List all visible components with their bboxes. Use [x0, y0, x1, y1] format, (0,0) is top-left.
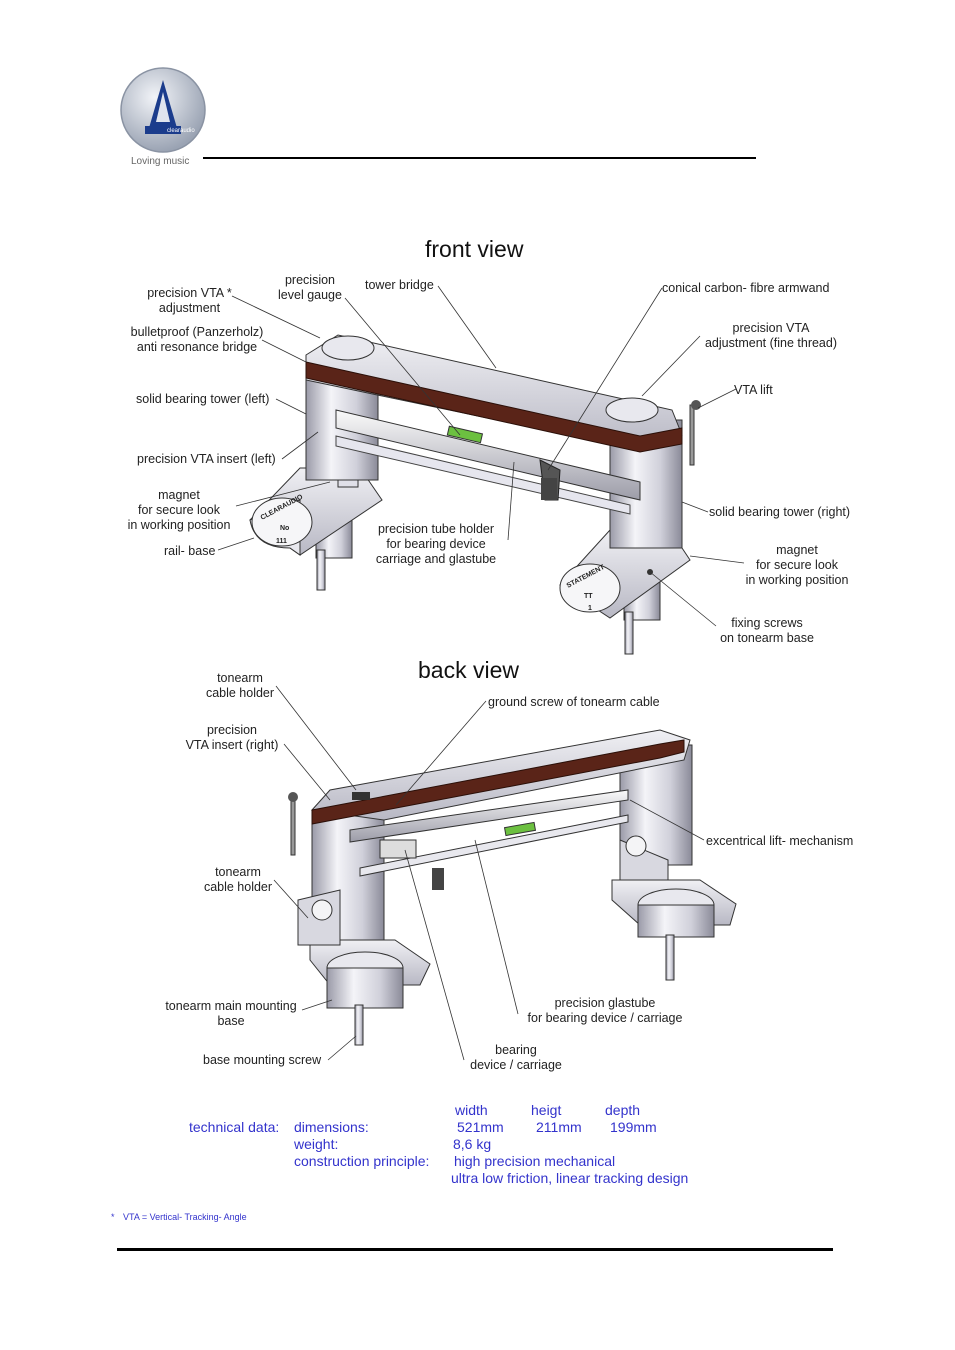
label-precision-vta: precision VTA * adjustment	[142, 286, 237, 316]
header-rule	[203, 157, 756, 159]
label-cable-holder-top: tonearm cable holder	[198, 671, 282, 701]
label-line: fixing screws	[731, 616, 803, 630]
label-line: device / carriage	[470, 1058, 562, 1072]
tech-col-height: heigt	[531, 1102, 562, 1118]
label-mount-screw: base mounting screw	[203, 1053, 322, 1067]
tech-title: technical data:	[189, 1119, 280, 1135]
label-line: bulletproof (Panzerholz)	[130, 325, 264, 339]
tech-principle-1: high precision mechanical	[454, 1153, 616, 1169]
label-line: on tonearm base	[720, 631, 814, 645]
back-left-base	[309, 939, 431, 1046]
label-cable-holder-bottom: tonearm cable holder	[196, 865, 280, 895]
label-line: for secure look	[756, 558, 838, 572]
front-view-heading: front view	[425, 236, 524, 262]
label-level-gauge: precision level gauge	[272, 273, 348, 303]
label-magnet-left: magnet for secure look in working positi…	[122, 488, 236, 533]
logo-wordmark: clearaudio	[167, 128, 195, 134]
label-tower-right: solid bearing tower (right)	[709, 505, 851, 519]
label-tower-left: solid bearing tower (left)	[136, 392, 270, 406]
label-armwand: conical carbon- fibre armwand	[662, 281, 830, 295]
front-right-base	[559, 529, 691, 655]
footnote-star: *	[111, 1212, 115, 1222]
label-line: in working position	[745, 573, 849, 587]
label-glastube: precision glastube for bearing device / …	[520, 996, 690, 1026]
label-tower-bridge: tower bridge	[365, 278, 434, 292]
label-magnet-right: magnet for secure look in working positi…	[740, 543, 854, 588]
label-line: cable holder	[205, 686, 275, 700]
footnote: * VTA = Vertical- Tracking- Angle	[111, 1212, 247, 1222]
tech-dimensions-label: dimensions:	[294, 1119, 369, 1135]
engraving-right-3: 1	[588, 605, 592, 612]
tech-weight-value: 8,6 kg	[453, 1136, 492, 1152]
tech-principle-label: construction principle:	[294, 1153, 430, 1169]
label-line: in working position	[127, 518, 231, 532]
label-vta-lift: VTA lift	[734, 383, 773, 397]
label-line: precision tube holder	[377, 522, 495, 536]
slogan: Loving music	[131, 156, 190, 167]
front-leader-lines	[217, 285, 745, 627]
label-line: adjustment	[158, 301, 221, 315]
label-line: precision	[206, 723, 258, 737]
engraving-left-3: 111	[276, 538, 287, 545]
engraving-left-2: No	[280, 525, 289, 532]
label-line: precision glastube	[554, 996, 656, 1010]
tech-col-width: width	[455, 1102, 488, 1118]
label-rail-base: rail- base	[164, 544, 216, 558]
label-line: precision	[284, 273, 336, 287]
label-line: magnet	[776, 543, 818, 557]
label-line: adjustment (fine thread)	[704, 336, 837, 350]
label-line: for secure look	[138, 503, 220, 517]
tech-weight-label: weight:	[294, 1136, 339, 1152]
back-view-drawing	[273, 685, 737, 1061]
label-line: tonearm	[215, 865, 261, 879]
front-left-base	[249, 464, 383, 591]
label-line: anti resonance bridge	[136, 340, 258, 354]
tech-principle-2: ultra low friction, linear tracking desi…	[451, 1170, 689, 1186]
front-view-drawing: CLEARAUDIO No 111 STATEMENT TT 1	[217, 285, 745, 655]
label-tube-holder: precision tube holder for bearing device…	[368, 522, 504, 567]
label-bearing: bearing device / carriage	[462, 1043, 570, 1073]
label-line: VTA insert (right)	[185, 738, 279, 752]
back-right-base	[611, 879, 737, 981]
footer-rule	[117, 1248, 833, 1251]
label-line: magnet	[158, 488, 200, 502]
label-line: level gauge	[278, 288, 342, 302]
label-bulletproof: bulletproof (Panzerholz) anti resonance …	[124, 325, 270, 355]
label-insert-right: precision VTA insert (right)	[178, 723, 286, 753]
label-line: base	[217, 1014, 245, 1028]
label-line: precision VTA *	[147, 286, 232, 300]
label-line: for bearing device	[386, 537, 486, 551]
label-line: for bearing device / carriage	[527, 1011, 683, 1025]
label-line: carriage and glastube	[375, 552, 497, 566]
back-leader-lines	[273, 685, 705, 1061]
clearaudio-logo: clearaudio	[119, 66, 207, 154]
label-insert-left: precision VTA insert (left)	[137, 452, 276, 466]
tech-height-value: 211mm	[536, 1119, 582, 1135]
tech-col-depth: depth	[605, 1102, 641, 1118]
label-line: bearing	[495, 1043, 537, 1057]
label-fixing-screws: fixing screws on tonearm base	[712, 616, 822, 646]
footnote-text: VTA = Vertical- Tracking- Angle	[123, 1212, 247, 1222]
label-line: cable holder	[203, 880, 273, 894]
engraving-right-2: TT	[584, 593, 593, 600]
label-line: precision VTA	[732, 321, 810, 335]
label-eccentric: excentrical lift- mechanism	[706, 834, 854, 848]
label-line: tonearm	[217, 671, 263, 685]
tech-width-value: 521mm	[457, 1119, 504, 1135]
label-vta-fine: precision VTA adjustment (fine thread)	[698, 321, 844, 351]
label-line: tonearm main mounting	[165, 999, 297, 1013]
back-view-heading: back view	[418, 657, 519, 683]
tech-depth-value: 199mm	[610, 1119, 657, 1135]
label-ground-screw: ground screw of tonearm cable	[488, 695, 660, 709]
label-main-base: tonearm main mounting base	[158, 999, 304, 1029]
